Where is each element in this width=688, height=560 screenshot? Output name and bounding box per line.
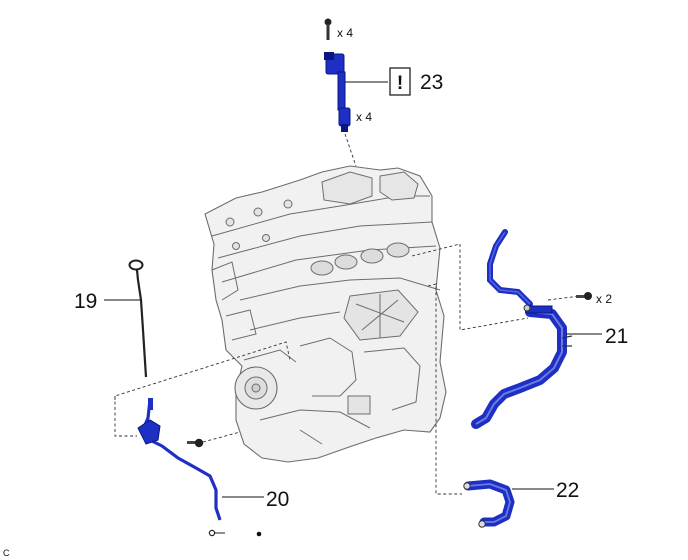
bolt-icon (324, 18, 332, 40)
engine-block (204, 165, 447, 463)
notice-icon: ! (397, 73, 403, 94)
part-21-water-hose: x 2 21 (471, 229, 628, 429)
part-23-injector-assembly: x 4 x 4 ! 23 (324, 18, 443, 132)
qty-injector: x 4 (356, 110, 372, 124)
callout-20: 20 (266, 488, 289, 511)
qty-side-bolt: x 2 (596, 292, 612, 306)
qty-top-bolt: x 4 (337, 26, 353, 40)
callout-21: 21 (605, 325, 628, 348)
o-ring-icon (208, 529, 216, 537)
notice-box (389, 67, 411, 96)
callout-23: 23 (420, 71, 443, 94)
part-22-water-hose: 22 (463, 479, 579, 528)
dipstick-handle-icon (128, 259, 144, 271)
injector-icon (324, 52, 351, 132)
callout-19: 19 (74, 290, 97, 313)
part-20-gauge-guide: 20 (137, 398, 289, 537)
hose-clamp-icon (478, 520, 486, 528)
assembly-guide-lines (114, 133, 581, 495)
hose-clamp-icon (463, 482, 471, 490)
part-19-oil-level-gauge: 19 (74, 259, 148, 378)
callout-22: 22 (556, 479, 579, 502)
diagram-code: C (3, 548, 10, 558)
bolt-icon (576, 292, 592, 300)
dot-icon (256, 531, 262, 537)
bolt-icon (187, 438, 204, 448)
